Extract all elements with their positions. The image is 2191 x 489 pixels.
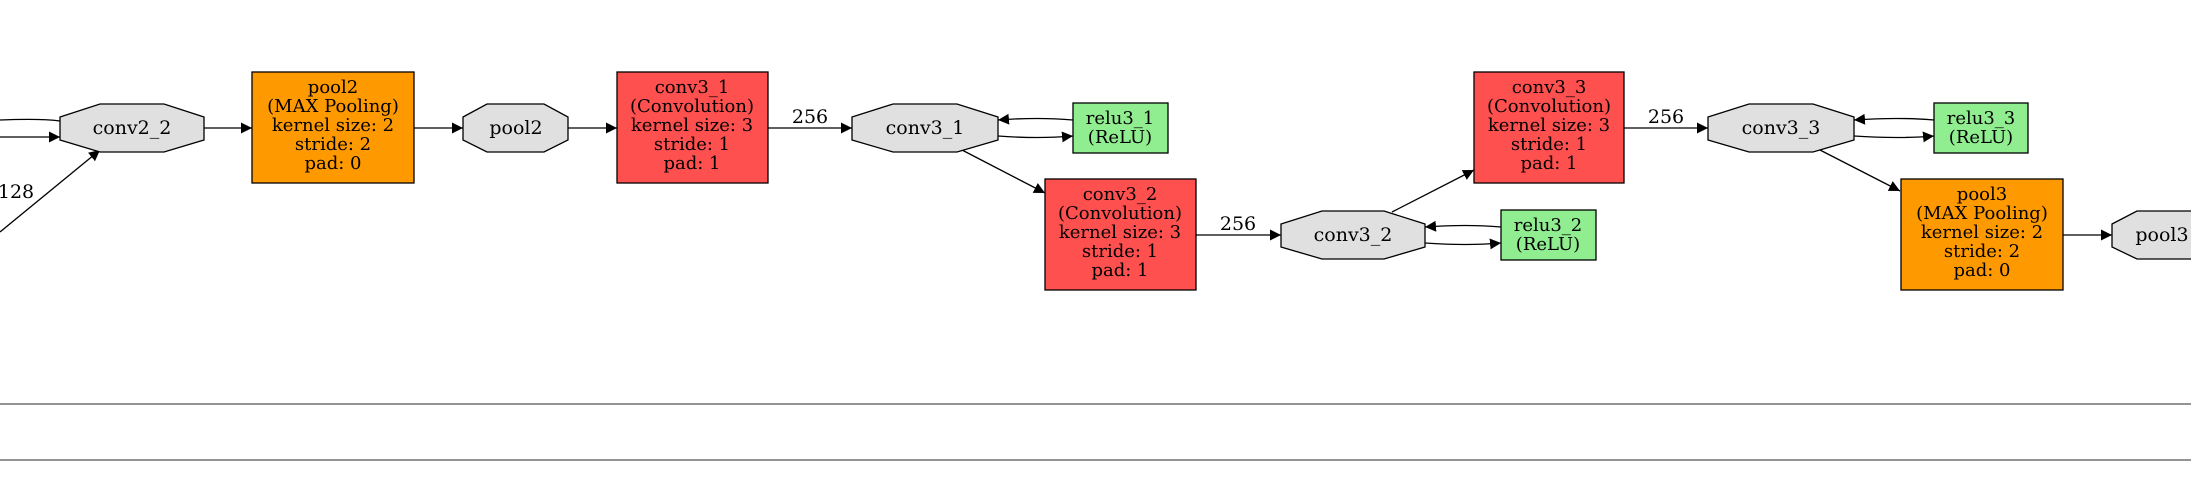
blob-shape-conv2_2 (59, 103, 205, 153)
layer-kernel-pool3: kernel size: 2 (1921, 222, 2043, 243)
edge-relu3_3-to-conv3_3-blob (1853, 113, 1935, 125)
layer-pad-pool3: pad: 0 (1953, 260, 2010, 281)
layer-node-relu3_1[interactable]: relu3_1 (ReLU) (1072, 102, 1169, 154)
layer-pad-conv3_1: pad: 1 (663, 153, 720, 174)
blob-label-conv3_3: conv3_3 (1742, 117, 1821, 139)
layer-type-relu3_1: (ReLU) (1088, 127, 1152, 148)
layer-node-conv3_3[interactable]: conv3_3 (Convolution) kernel size: 3 str… (1473, 71, 1625, 184)
layer-stride-pool2: stride: 2 (295, 134, 371, 155)
blob-shape-conv3_2 (1280, 210, 1426, 260)
layer-stride-conv3_2: stride: 1 (1082, 241, 1158, 262)
layer-kernel-conv3_1: kernel size: 3 (631, 115, 753, 136)
layer-pad-pool2: pad: 0 (304, 153, 361, 174)
edge-conv3_3-blob-to-pool3-layer (1819, 149, 1901, 192)
layer-node-relu3_2[interactable]: relu3_2 (ReLU) (1500, 209, 1597, 261)
layer-stride-conv3_1: stride: 1 (654, 134, 730, 155)
edge-conv3_1-blob-to-relu3_1 (997, 131, 1074, 143)
blob-nodes: conv2_2 pool2 conv3_1 conv3_2 conv3_3 po… (59, 103, 2191, 260)
blob-shape-conv3_1 (851, 103, 999, 153)
layer-box-relu3_2 (1500, 209, 1597, 261)
blob-node-conv3_1[interactable]: conv3_1 (851, 103, 999, 153)
layer-box-pool3 (1900, 178, 2064, 291)
edge-label-256-conv3_3: 256 (1648, 106, 1684, 128)
blob-label-conv2_2: conv2_2 (93, 117, 172, 139)
blob-label-pool3: pool3 (2135, 224, 2188, 246)
blob-shape-conv3_3 (1707, 103, 1855, 153)
layer-box-relu3_3 (1933, 102, 2029, 154)
layer-kernel-conv3_3: kernel size: 3 (1488, 115, 1610, 136)
blob-label-conv3_1: conv3_1 (886, 117, 965, 139)
layer-box-conv3_3 (1473, 71, 1625, 184)
layer-stride-conv3_3: stride: 1 (1511, 134, 1587, 155)
blob-label-conv3_2: conv3_2 (1314, 224, 1393, 246)
edge-relu3_2-to-conv3_2-blob (1424, 220, 1502, 232)
layer-node-conv3_2[interactable]: conv3_2 (Convolution) kernel size: 3 str… (1044, 178, 1197, 291)
layer-name-relu3_2: relu3_2 (1514, 215, 1583, 236)
layer-type-relu3_3: (ReLU) (1949, 127, 2013, 148)
layer-name-pool2: pool2 (308, 77, 358, 98)
blob-node-conv3_3[interactable]: conv3_3 (1707, 103, 1855, 153)
blob-node-pool3[interactable]: pool3 (2111, 210, 2191, 260)
layer-name-conv3_3: conv3_3 (1512, 77, 1587, 98)
edge-incoming-from-conv2_2-left (0, 118, 61, 122)
layer-type-conv3_2: (Convolution) (1058, 203, 1182, 224)
blob-node-conv3_2[interactable]: conv3_2 (1280, 210, 1426, 260)
layer-pad-conv3_2: pad: 1 (1091, 260, 1148, 281)
edge-conv3_2-blob-to-relu3_2 (1424, 238, 1502, 250)
layer-name-conv3_2: conv3_2 (1083, 184, 1158, 205)
edge-conv3_1-blob-to-conv3_2-layer (961, 149, 1046, 194)
edge-label-256-conv3_1: 256 (792, 106, 828, 128)
edge-label-256-conv3_2: 256 (1220, 213, 1256, 235)
layer-name-relu3_1: relu3_1 (1086, 108, 1155, 129)
layer-type-pool2: (MAX Pooling) (267, 96, 399, 117)
blob-node-pool2[interactable]: pool2 (462, 103, 569, 153)
layer-box-pool2 (251, 71, 415, 184)
layer-kernel-conv3_2: kernel size: 3 (1059, 222, 1181, 243)
layer-pad-conv3_3: pad: 1 (1520, 153, 1577, 174)
layer-node-relu3_3[interactable]: relu3_3 (ReLU) (1933, 102, 2029, 154)
layer-type-relu3_2: (ReLU) (1516, 234, 1580, 255)
layer-node-conv3_1[interactable]: conv3_1 (Convolution) kernel size: 3 str… (616, 71, 769, 184)
layer-name-conv3_1: conv3_1 (655, 77, 730, 98)
layer-node-pool3[interactable]: pool3 (MAX Pooling) kernel size: 2 strid… (1900, 178, 2064, 291)
edges (0, 113, 2112, 250)
blob-label-pool2: pool2 (489, 117, 542, 139)
layer-type-conv3_3: (Convolution) (1487, 96, 1611, 117)
layer-node-pool2[interactable]: pool2 (MAX Pooling) kernel size: 2 strid… (251, 71, 415, 184)
edge-conv3_3-blob-to-relu3_3 (1853, 131, 1935, 143)
blob-shape-pool3 (2111, 210, 2191, 260)
blob-node-conv2_2[interactable]: conv2_2 (59, 103, 205, 153)
edge-128-to-conv2_2 (0, 149, 101, 233)
edge-relu3_1-to-conv3_1-blob (997, 113, 1074, 125)
layer-box-relu3_1 (1072, 102, 1169, 154)
layer-box-conv3_1 (616, 71, 769, 184)
layer-stride-pool3: stride: 2 (1944, 241, 2020, 262)
layer-kernel-pool2: kernel size: 2 (272, 115, 394, 136)
layer-name-relu3_3: relu3_3 (1947, 108, 2016, 129)
edge-conv3_2-blob-to-conv3_3-layer (1391, 169, 1475, 213)
separator-lines (0, 403, 2191, 461)
edge-label-128: 128 (0, 181, 34, 203)
layer-name-pool3: pool3 (1957, 184, 2007, 205)
layer-nodes: pool2 (MAX Pooling) kernel size: 2 strid… (251, 71, 2064, 291)
blob-shape-pool2 (462, 103, 569, 153)
layer-type-conv3_1: (Convolution) (630, 96, 754, 117)
edge-labels: 128 256 256 256 (0, 106, 1684, 235)
layer-type-pool3: (MAX Pooling) (1916, 203, 2048, 224)
layer-box-conv3_2 (1044, 178, 1197, 291)
